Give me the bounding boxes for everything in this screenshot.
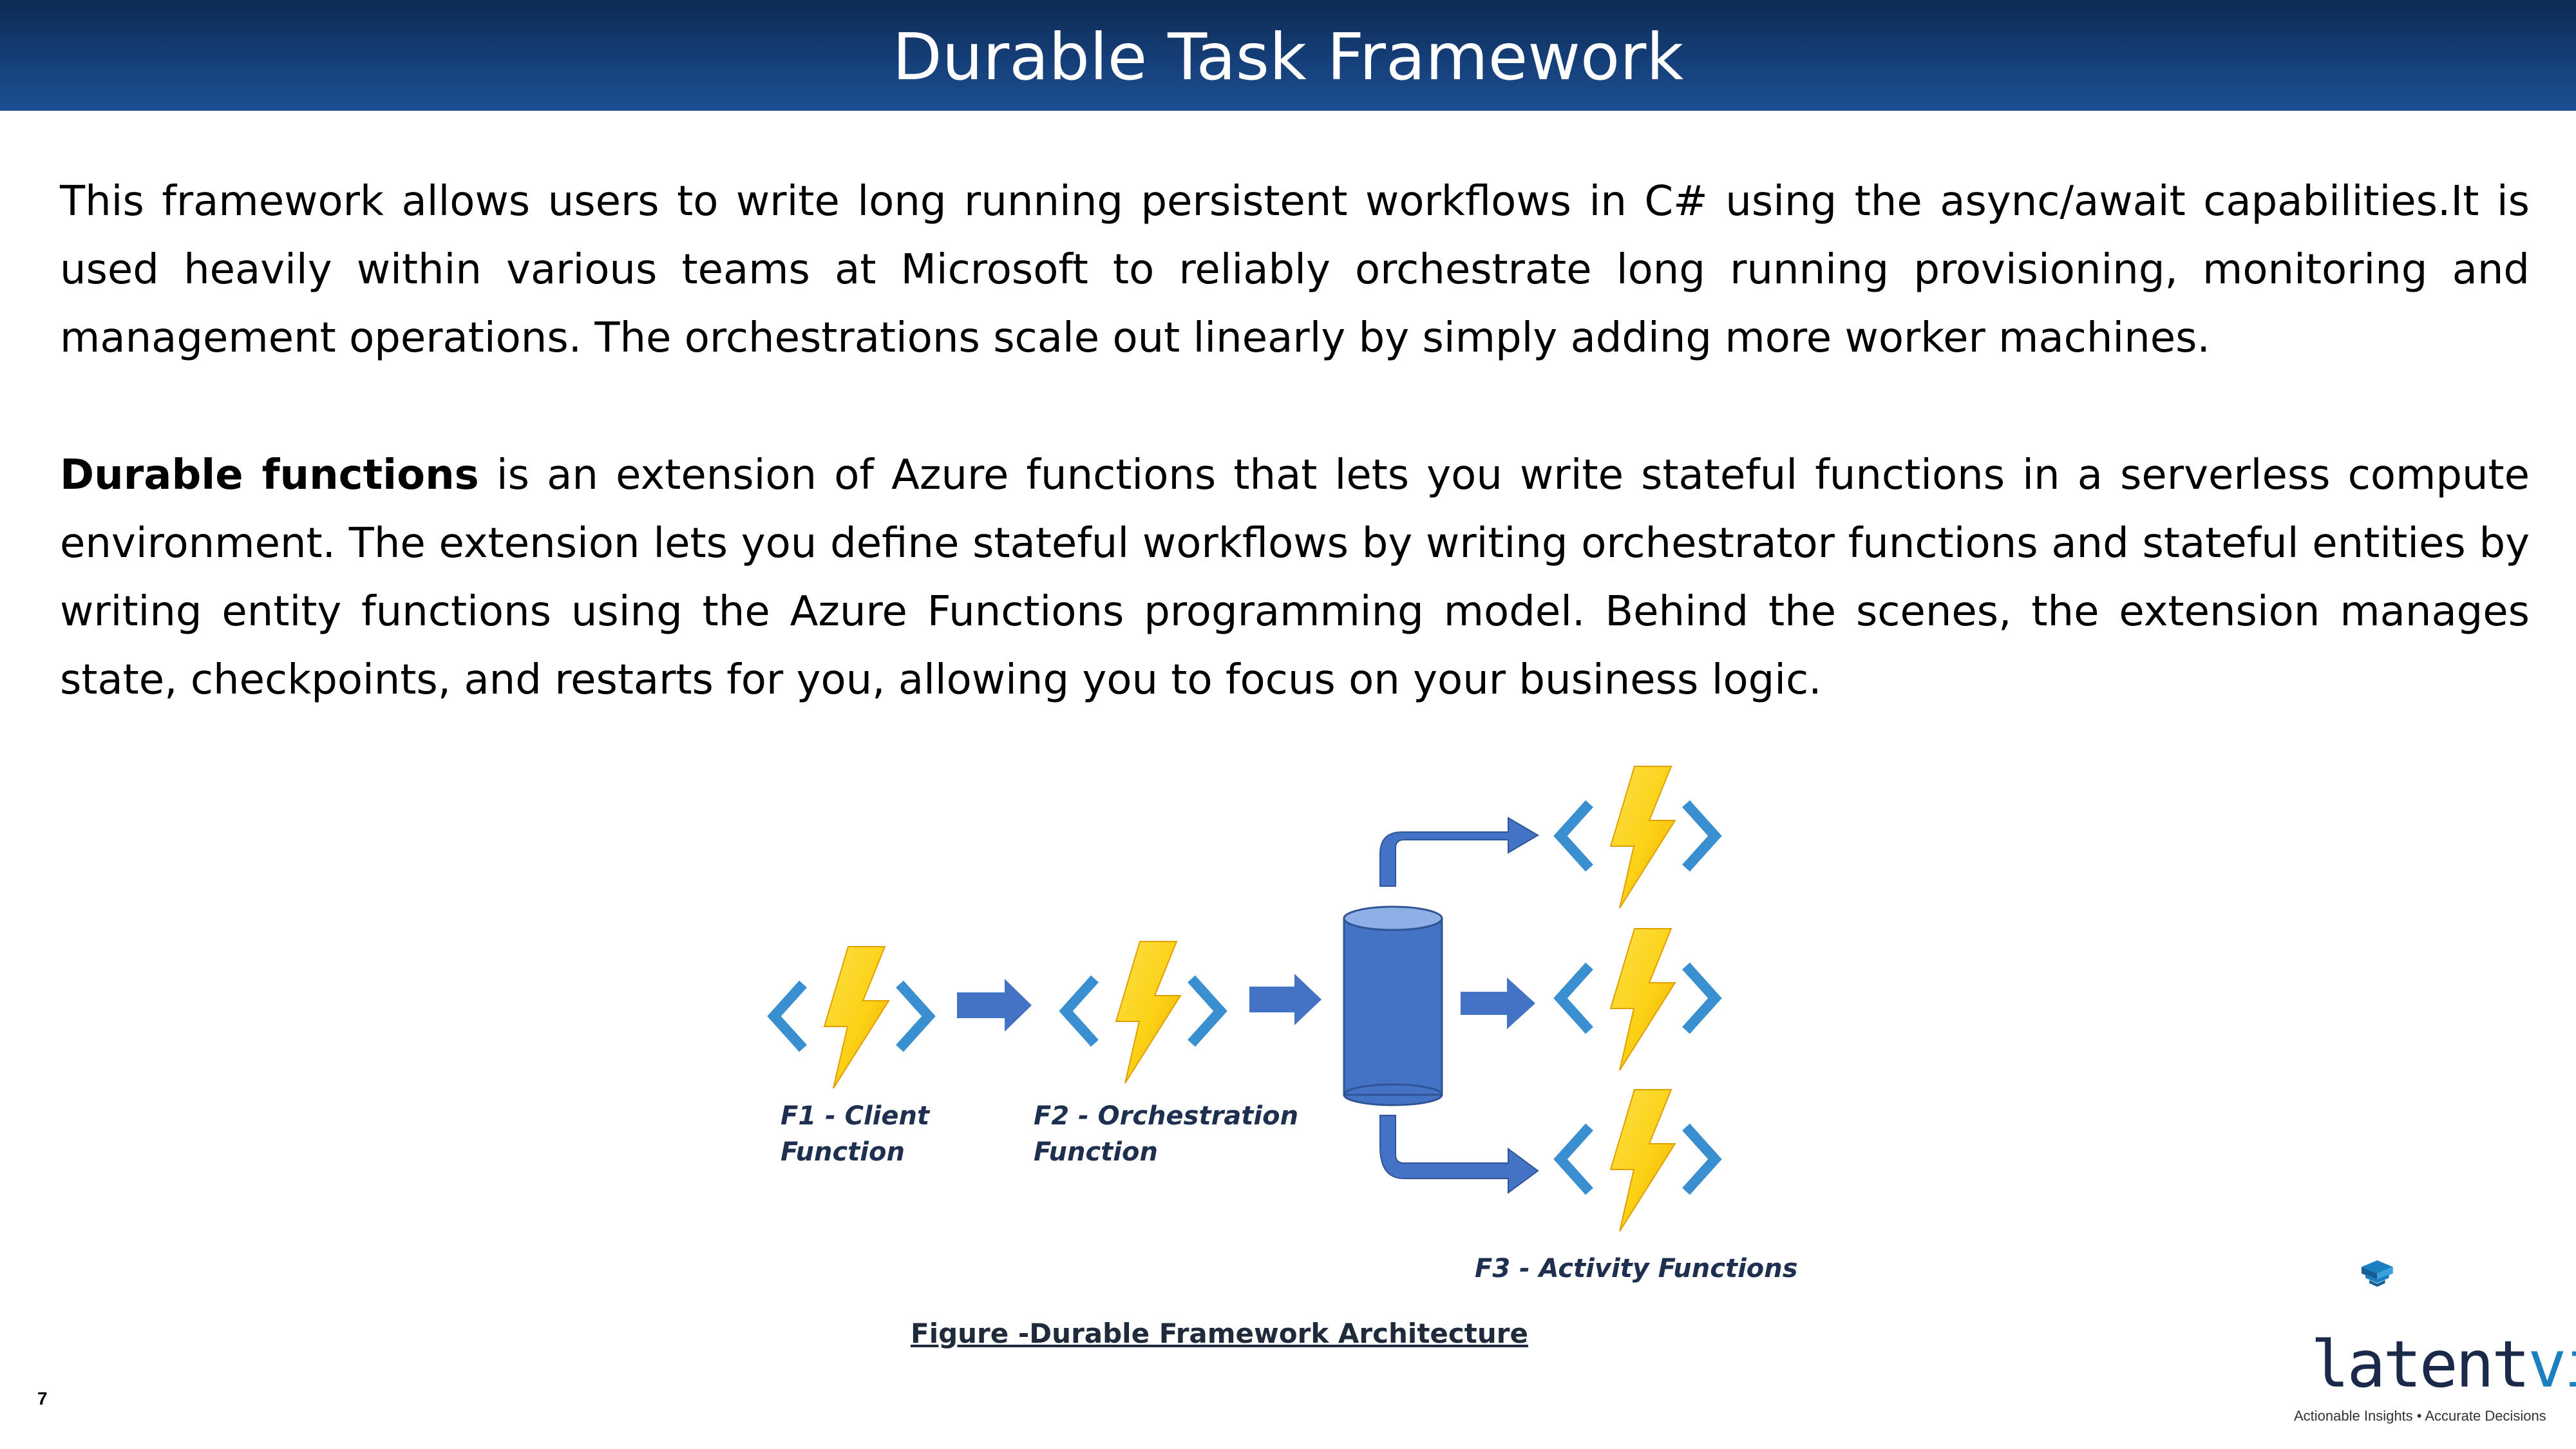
durable-functions-description: is an extension of Azure functions that …: [60, 451, 2530, 704]
logo-wordmark: latentview: [2311, 1327, 2576, 1402]
label-client-function: F1 - Client Function: [781, 1101, 930, 1167]
arrow-client-to-orchestration: [957, 979, 1032, 1032]
label-orchestration-function: F2 - Orchestration Function: [1034, 1101, 1299, 1167]
paragraph-durable-functions: Durable functions is an extension of Azu…: [60, 441, 2530, 714]
latentview-logo-icon: [2361, 1260, 2393, 1287]
page-number: 7: [37, 1388, 48, 1408]
durable-functions-term: Durable functions: [60, 451, 479, 499]
label-activity-functions: F3 - Activity Functions: [1475, 1254, 1798, 1283]
arrow-storage-to-activity-top: [1379, 817, 1539, 887]
arrow-orchestration-to-storage: [1249, 974, 1321, 1025]
arrow-storage-to-activity-bottom: [1379, 1115, 1539, 1194]
activity-function-icon-3: [1560, 1090, 1715, 1231]
activity-function-icon-2: [1560, 929, 1715, 1070]
paragraph-framework: This framework allows users to write lon…: [60, 178, 2530, 362]
activity-function-icon-1: [1560, 766, 1715, 908]
logo-word-accent: view: [2528, 1327, 2576, 1402]
figure-caption: Figure -Durable Framework Architecture: [911, 1318, 1528, 1349]
slide-title: Durable Task Framework: [892, 19, 1684, 95]
storage-cylinder-icon: [1343, 905, 1443, 1106]
logo-word-primary: latent: [2311, 1327, 2530, 1402]
logo-tagline: Actionable Insights • Accurate Decisions: [2294, 1408, 2546, 1424]
title-bar: Durable Task Framework: [0, 0, 2576, 111]
orchestration-function-icon: [1066, 942, 1220, 1083]
client-function-icon: [774, 947, 929, 1088]
arrow-storage-to-activity-middle: [1461, 978, 1535, 1029]
